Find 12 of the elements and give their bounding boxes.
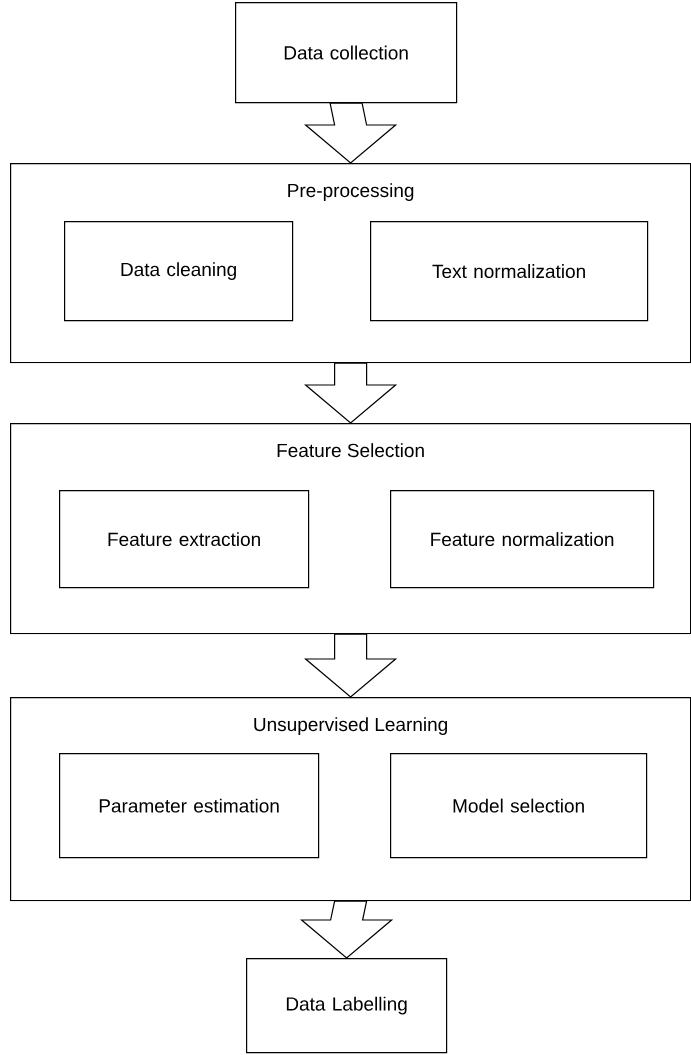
process-box: Feature extraction: [59, 490, 310, 589]
block-arrow: [299, 900, 394, 959]
process-box: Model selection: [390, 753, 648, 859]
process-box: Data cleaning: [64, 221, 294, 322]
process-box: Parameter estimation: [59, 753, 320, 859]
process-box: Data Labelling: [246, 958, 448, 1054]
process-box: Text normalization: [370, 221, 649, 322]
block-arrow: [303, 362, 398, 424]
block-arrow: [303, 102, 398, 164]
block-arrow: [303, 633, 398, 698]
process-box: Feature normalization: [390, 490, 655, 589]
process-box: Data collection: [235, 2, 458, 104]
